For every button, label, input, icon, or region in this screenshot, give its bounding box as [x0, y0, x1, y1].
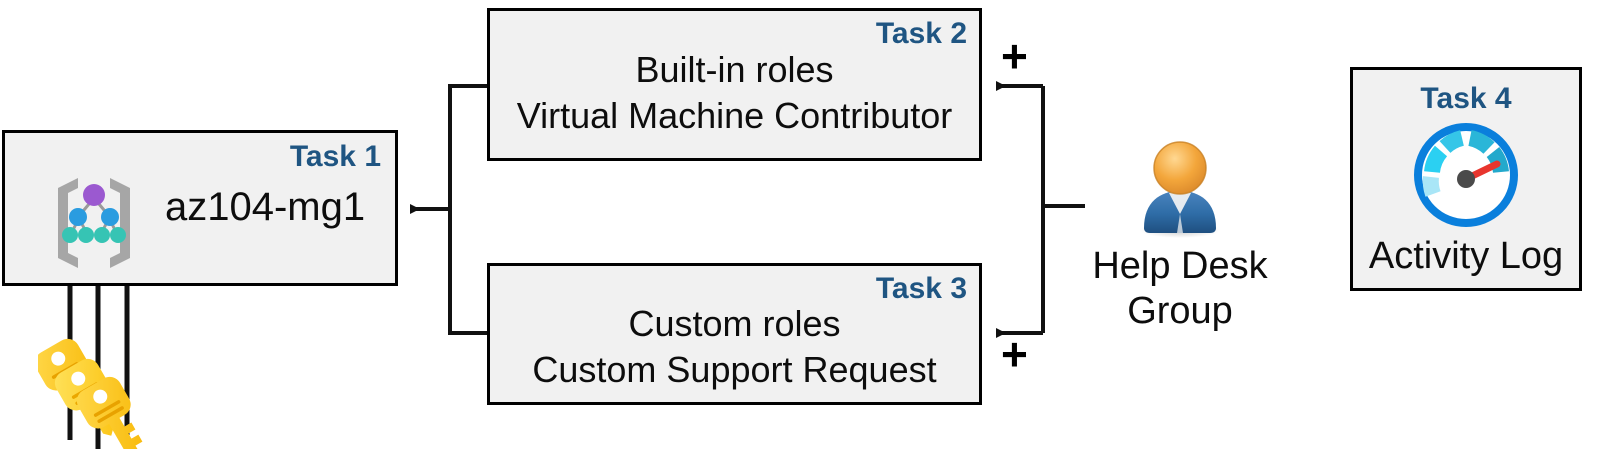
activity-log-gauge-icon [1414, 123, 1518, 227]
task23-left-bus [448, 84, 487, 335]
task-4-box[interactable]: Task 4 Activity Log [1350, 67, 1582, 291]
task-3-box[interactable]: Task 3 Custom roles Custom Support Reque… [487, 263, 982, 405]
help-desk-label-line-1: Help Desk [1092, 245, 1268, 287]
task-3-line-1: Custom roles [628, 303, 841, 344]
user-group-icon [1140, 141, 1220, 238]
task-2-line-2: Virtual Machine Contributor [516, 95, 953, 136]
task-2-box[interactable]: Task 2 Built-in roles Virtual Machine Co… [487, 8, 982, 161]
task-1-label: Task 1 [289, 140, 381, 173]
task-4-text: Activity Log [1368, 235, 1564, 277]
task-2-label: Task 2 [875, 17, 967, 50]
task-2-line-1: Built-in roles [635, 49, 834, 90]
management-group-icon [58, 178, 130, 268]
task-4-label: Task 4 [1420, 82, 1512, 115]
keys-icon [38, 338, 143, 449]
task-3-line-2: Custom Support Request [532, 349, 937, 390]
task-1-text: az104-mg1 [165, 185, 366, 229]
plus-operator-bottom: + [1001, 328, 1028, 380]
plus-operator-top: + [1001, 30, 1028, 82]
help-desk-label-line-2: Group [1127, 289, 1233, 332]
help-desk-group-label: Help Desk Group [1085, 244, 1275, 334]
help-desk-group: Help Desk Group [1085, 136, 1275, 336]
task-3-label: Task 3 [875, 272, 967, 305]
